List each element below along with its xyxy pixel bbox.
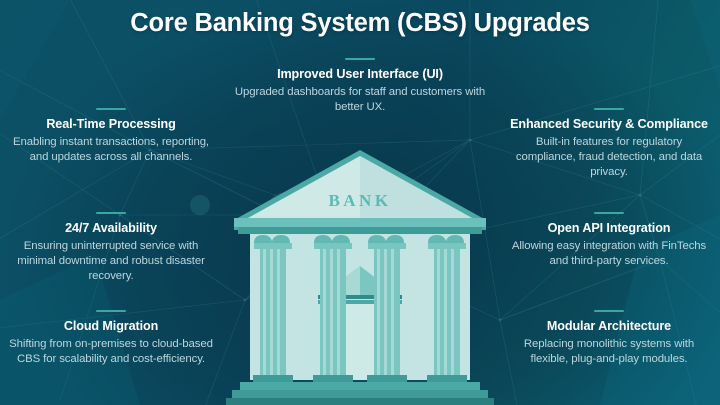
feature-heading: Real-Time Processing [46,117,176,131]
feature-body: Replacing monolithic systems with flexib… [523,338,695,365]
feature-block-open-api: Open API Integration Allowing easy integ… [506,212,712,269]
feature-heading: Enhanced Security & Compliance [510,117,708,131]
column-2 [313,235,353,384]
feature-block-modular-architecture: Modular Architecture Replacing monolithi… [506,310,712,367]
feature-block-security-compliance: Enhanced Security & Compliance Built-in … [506,108,712,180]
cornice-bottom [238,227,482,234]
column-3 [367,235,407,384]
divider-line [96,310,126,312]
platform-mid [232,390,488,398]
page-title: Core Banking System (CBS) Upgrades [130,9,590,37]
divider-line [345,58,375,60]
feature-block-cloud-migration: Cloud Migration Shifting from on-premise… [8,310,214,367]
bank-sign-text: BANK [328,191,391,210]
column-group [253,235,467,384]
feature-body: Upgraded dashboards for staff and custom… [234,86,486,113]
column-4 [427,235,467,384]
feature-heading: 24/7 Availability [65,221,157,235]
feature-body: Enabling instant transactions, reporting… [13,136,209,163]
feature-block-availability: 24/7 Availability Ensuring uninterrupted… [8,212,214,284]
bank-building-illustration: BANK [226,150,494,405]
pediment-shade [360,156,472,218]
door-lintel-a [318,295,402,299]
feature-body: Built-in features for regulatory complia… [515,136,703,178]
divider-line [594,310,624,312]
cornice-top [234,218,486,227]
platform-upper [240,382,480,390]
feature-body: Shifting from on-premises to cloud-based… [9,338,213,365]
divider-line [594,212,624,214]
feature-heading: Modular Architecture [546,319,672,333]
divider-line [96,212,126,214]
divider-line [594,108,624,110]
feature-heading: Cloud Migration [63,319,159,333]
feature-block-improved-ui: Improved User Interface (UI) Upgraded da… [230,58,490,115]
door-lintel-b [318,300,402,304]
feature-heading: Open API Integration [547,221,671,235]
feature-body: Ensuring uninterrupted service with mini… [17,240,205,282]
column-1 [253,235,293,384]
divider-line [96,108,126,110]
feature-block-real-time-processing: Real-Time Processing Enabling instant tr… [8,108,214,165]
platform-lower [226,398,494,405]
feature-heading: Improved User Interface (UI) [277,67,443,81]
feature-body: Allowing easy integration with FinTechs … [511,240,707,267]
